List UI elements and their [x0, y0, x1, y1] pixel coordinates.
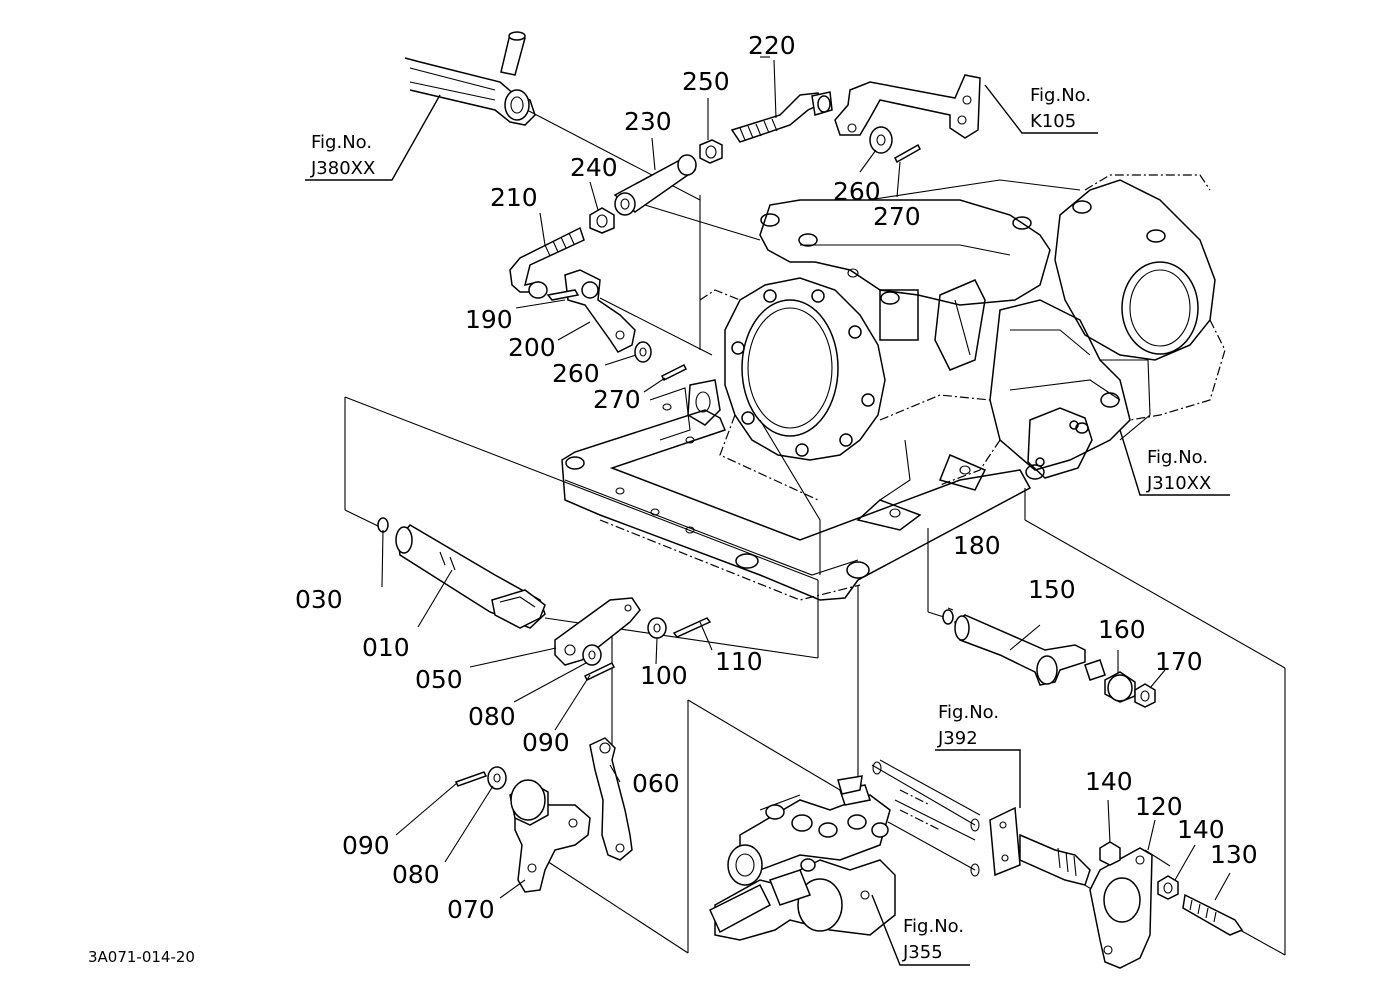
label-030: 030 [295, 585, 343, 614]
label-240: 240 [570, 153, 618, 182]
part-260-washer-lower [634, 341, 652, 363]
bracket-k105 [834, 74, 981, 139]
figref-j392-label: Fig.No. [938, 702, 999, 723]
part-130-bolt [1182, 893, 1244, 936]
label-150: 150 [1028, 575, 1076, 604]
label-170: 170 [1155, 647, 1203, 676]
part-090-pin-upper [583, 662, 616, 681]
label-060: 060 [632, 769, 680, 798]
label-100: 100 [640, 661, 688, 690]
transmission-housing [561, 174, 1226, 601]
figref-j380-code: J380XX [310, 158, 375, 179]
control-valve-j355 [709, 759, 981, 941]
label-210: 210 [490, 183, 538, 212]
label-160: 160 [1098, 615, 1146, 644]
label-140-upper: 140 [1085, 767, 1133, 796]
figref-k105-label: Fig.No. [1030, 85, 1091, 106]
part-270-pin-lower [660, 363, 688, 382]
part-060-lever [589, 737, 633, 861]
label-110: 110 [715, 647, 763, 676]
label-190: 190 [465, 305, 513, 334]
part-070-lever [509, 779, 591, 893]
lift-arm-j380 [404, 31, 536, 126]
part-080-washer-upper [582, 644, 602, 666]
part-220-rod [730, 91, 833, 143]
part-210-rod [509, 226, 585, 299]
part-240-nut [589, 207, 615, 234]
label-260-upper: 260 [833, 177, 881, 206]
label-180: 180 [953, 531, 1001, 560]
label-250: 250 [682, 67, 730, 96]
label-130: 130 [1210, 840, 1258, 869]
label-080-lower: 080 [392, 860, 440, 889]
label-270-lower: 270 [593, 385, 641, 414]
leader-lines [344, 109, 1286, 956]
label-070: 070 [447, 895, 495, 924]
label-090-lower: 090 [342, 831, 390, 860]
part-090-pin-lower [454, 771, 488, 787]
part-120-plate [1089, 847, 1153, 969]
part-labels: 220 250 230 240 210 260 270 190 200 260 … [295, 31, 1258, 924]
figref-j380[interactable]: Fig.No. J380XX [310, 132, 375, 179]
label-080-upper: 080 [468, 702, 516, 731]
part-110-pin [672, 617, 712, 638]
label-090-upper: 090 [522, 728, 570, 757]
part-140-nut-lower [1157, 875, 1179, 900]
part-230-sleeve [613, 154, 697, 216]
part-150-shaft [954, 614, 1106, 686]
part-200-lever [546, 269, 636, 353]
part-010-shaft [395, 524, 546, 629]
part-140-nut-upper [1099, 841, 1121, 866]
label-050: 050 [415, 665, 463, 694]
part-170-nut [1134, 683, 1156, 708]
figref-j355[interactable]: Fig.No. J355 [902, 916, 964, 963]
figref-j380-label: Fig.No. [311, 132, 372, 153]
label-230: 230 [624, 107, 672, 136]
part-180-oring [942, 609, 954, 625]
figref-j310-code: J310XX [1146, 473, 1211, 494]
part-250-nut [699, 139, 723, 164]
part-030-oring [377, 517, 389, 533]
label-010: 010 [362, 633, 410, 662]
part-080-washer-lower [487, 766, 507, 790]
part-260-washer-upper [869, 126, 893, 154]
figref-j310[interactable]: Fig.No. J310XX [1146, 447, 1211, 494]
figure-refs: Fig.No. K105 Fig.No. J380XX Fig.No. J310… [310, 85, 1211, 963]
label-140-lower: 140 [1177, 815, 1225, 844]
figref-j392-code: J392 [937, 728, 978, 749]
part-270-pin-upper [894, 143, 921, 164]
figref-k105-code: K105 [1030, 111, 1076, 132]
figref-k105[interactable]: Fig.No. K105 [1030, 85, 1091, 132]
label-120: 120 [1135, 792, 1183, 821]
part-100-washer [647, 617, 667, 639]
drawing-code: 3A071-014-20 [88, 948, 195, 966]
figref-j355-code: J355 [902, 942, 943, 963]
valve-plate-j392 [989, 806, 1091, 886]
figref-j310-label: Fig.No. [1147, 447, 1208, 468]
figref-j392[interactable]: Fig.No. J392 [937, 702, 999, 749]
label-leaders [305, 56, 1231, 966]
part-050-lever [554, 597, 641, 666]
label-260-lower: 260 [552, 359, 600, 388]
figref-j355-label: Fig.No. [903, 916, 964, 937]
label-220: 220 [748, 31, 796, 60]
label-200: 200 [508, 333, 556, 362]
part-160-bushing [1104, 671, 1136, 703]
label-270-upper: 270 [873, 202, 921, 231]
